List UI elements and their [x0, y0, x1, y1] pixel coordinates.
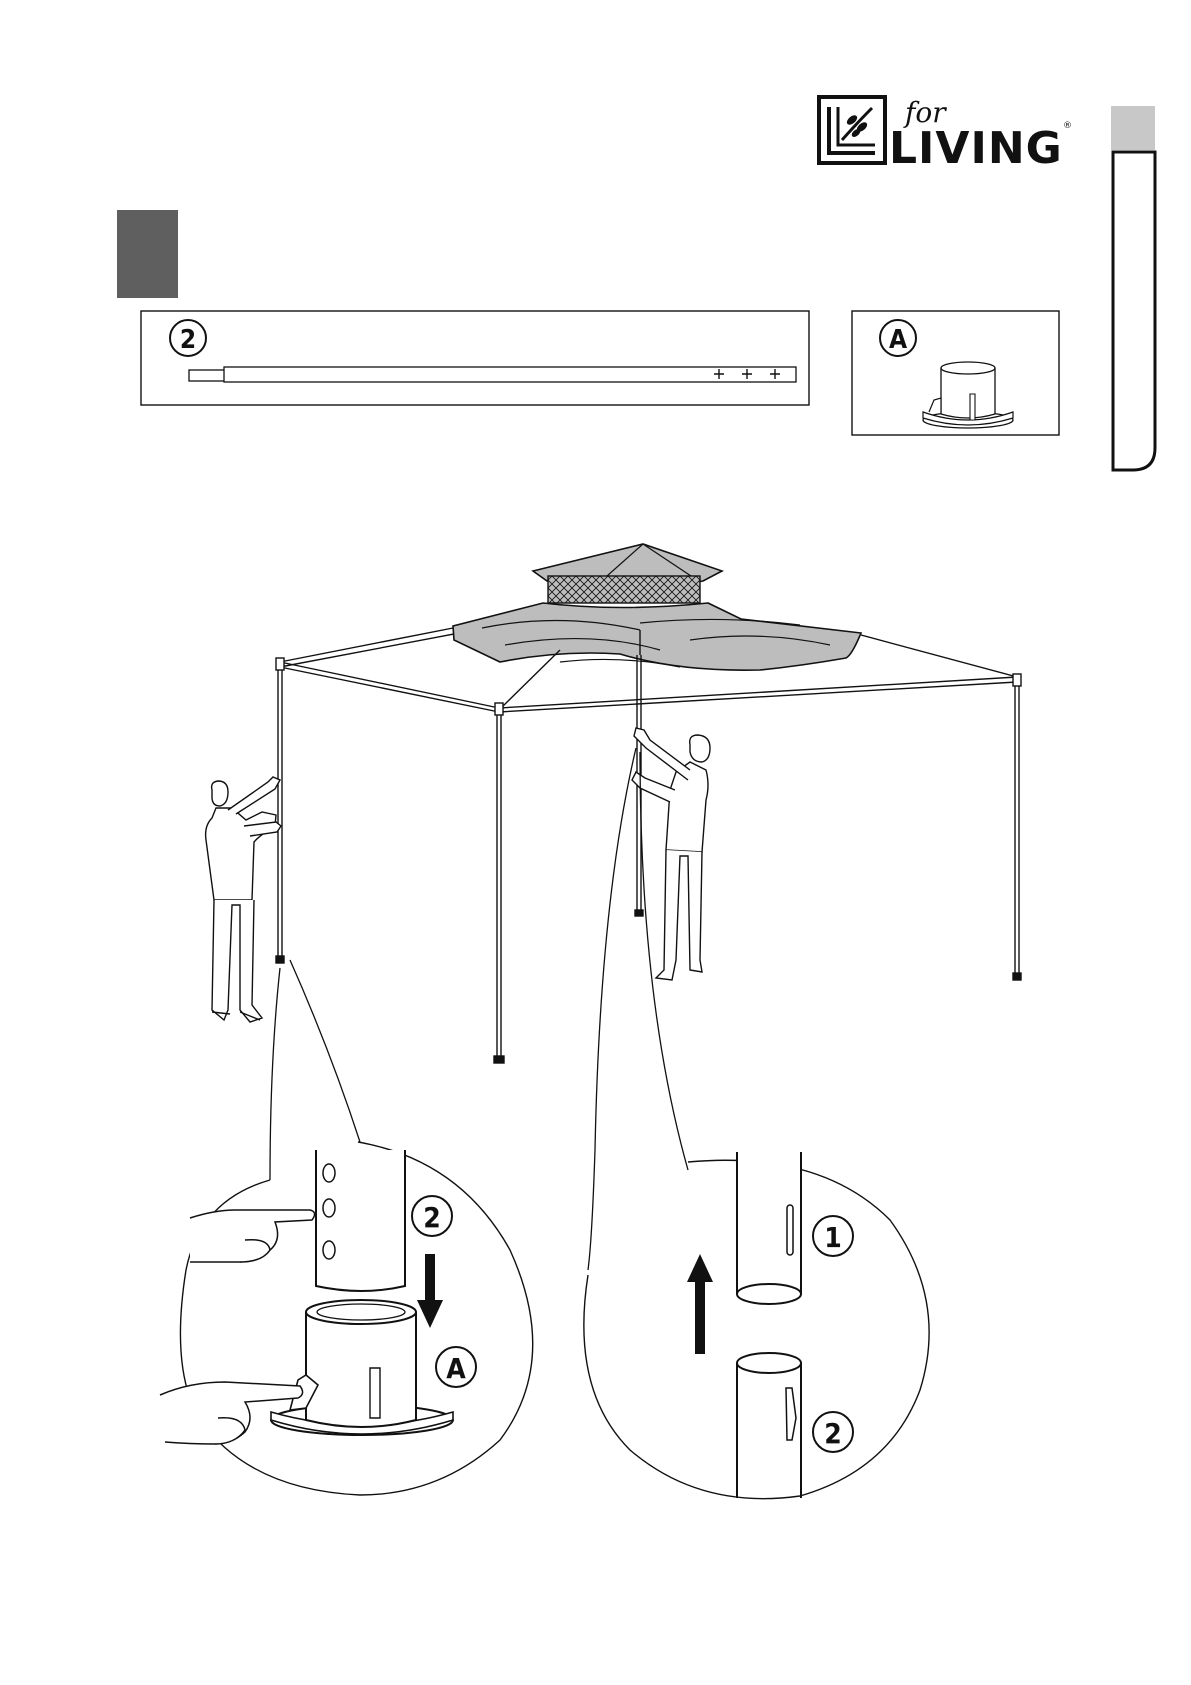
- part-label-A: A: [889, 325, 907, 355]
- part-label-2: 2: [180, 325, 196, 355]
- detail-left: 2 A: [160, 1142, 533, 1495]
- gazebo-frame: [276, 544, 1021, 1063]
- detail-right-lower-label: 2: [824, 1417, 842, 1450]
- detail-right-upper-label: 1: [824, 1221, 842, 1254]
- arrow-up-icon: [687, 1254, 713, 1354]
- part-box-pole: 2: [141, 311, 809, 405]
- side-tab: [1111, 106, 1155, 470]
- person-right: [632, 728, 710, 980]
- part-box-base: A: [852, 311, 1059, 435]
- detail-left-pole-label: 2: [423, 1201, 441, 1234]
- arrow-down-icon: [417, 1254, 443, 1328]
- brand-logo: for LIVING ®: [819, 96, 1072, 174]
- detail-left-base-label: A: [446, 1352, 466, 1385]
- step-block: [117, 210, 178, 298]
- person-left: [206, 777, 281, 1022]
- logo-registered-mark: ®: [1063, 121, 1072, 131]
- logo-living-text: LIVING: [889, 123, 1063, 174]
- detail-right: 1 2: [584, 1152, 929, 1499]
